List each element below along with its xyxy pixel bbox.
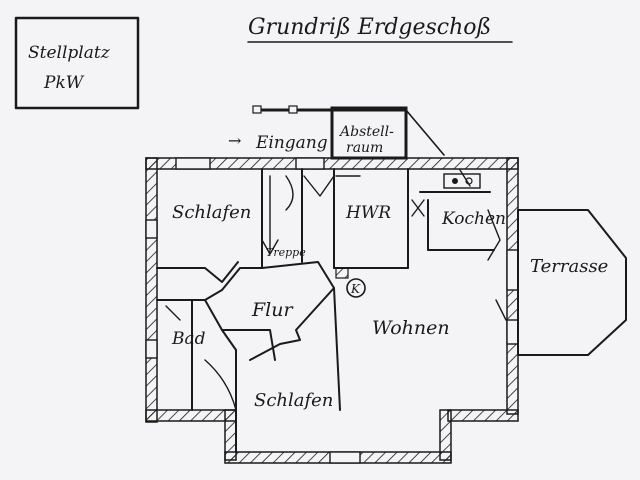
room-label-living: Wohnen bbox=[372, 317, 450, 339]
room-label-terrace: Terrasse bbox=[530, 256, 608, 277]
storage-label-line2: raum bbox=[346, 140, 383, 156]
boiler-hatch bbox=[335, 267, 349, 279]
terrace-outline bbox=[517, 209, 627, 356]
kitchen-sink bbox=[443, 173, 481, 189]
window-marks bbox=[145, 157, 519, 464]
room-label-stairs: Treppe bbox=[266, 246, 306, 259]
door-swings bbox=[165, 169, 507, 411]
parking-box bbox=[14, 16, 140, 110]
room-label-bedroom-bottom: Schlafen bbox=[254, 390, 333, 411]
room-label-hallway: Flur bbox=[251, 299, 294, 321]
room-label-bath: Bad bbox=[171, 329, 206, 349]
interior-walls bbox=[156, 168, 495, 453]
entrance-label: Eingang bbox=[255, 133, 328, 153]
room-label-bedroom-top: Schlafen bbox=[172, 202, 251, 223]
storage-label-line1: Abstell- bbox=[338, 124, 394, 140]
entrance-arrow: → bbox=[228, 131, 241, 150]
parking-label-line1: Stellplatz bbox=[28, 43, 111, 63]
room-label-utility: HWR bbox=[345, 203, 391, 223]
parking-label-line2: PkW bbox=[43, 73, 85, 93]
room-label-kitchen: Kochen bbox=[441, 209, 506, 229]
plan-title: Grundriß Erdgeschoß bbox=[248, 15, 491, 40]
boiler-label: K bbox=[350, 282, 361, 296]
boiler-circle bbox=[346, 278, 366, 298]
